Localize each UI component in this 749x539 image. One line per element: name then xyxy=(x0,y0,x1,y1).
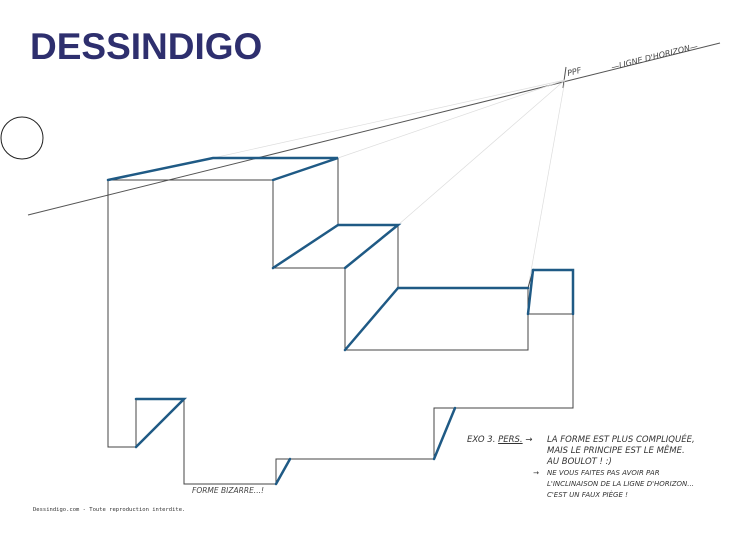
note-line: AU BOULOT ! :) xyxy=(547,457,612,467)
shape-outline xyxy=(107,158,574,485)
perspective-edges xyxy=(106,156,575,486)
vanishing-point-mark xyxy=(562,66,567,89)
note-line: L'INCLINAISON DE LA LIGNE D'HORIZON... xyxy=(547,480,694,488)
horizon-line xyxy=(27,42,721,216)
note-line: C'EST UN FAUX PIÈGE ! xyxy=(547,491,628,499)
arrow-icon: → xyxy=(525,435,533,445)
note-line: MAIS LE PRINCIPE EST LE MÊME. xyxy=(547,446,685,456)
exercise-number: EXO 3. xyxy=(467,435,496,445)
exercise-topic: PERS. xyxy=(498,435,523,445)
exercise-notes: EXO 3. PERS. → LA FORME EST PLUS COMPLIQU… xyxy=(467,435,695,501)
dessindigo-logo: DESSINDIGO xyxy=(30,26,263,67)
construction-lines xyxy=(212,79,566,289)
horizon-label: —LIGNE D'HORIZON— xyxy=(610,42,698,72)
arrow-icon: → xyxy=(533,469,539,477)
shape-caption: FORME BIZARRE...! xyxy=(192,486,264,495)
binder-hole-icon xyxy=(0,116,44,160)
note-line: NE VOUS FAITES PAS AVOIR PAR xyxy=(547,469,660,477)
ppf-label: PPF xyxy=(566,66,582,78)
copyright-footer: Dessindigo.com - Toute reproduction inte… xyxy=(33,507,186,513)
note-line: LA FORME EST PLUS COMPLIQUÉE, xyxy=(547,435,695,445)
